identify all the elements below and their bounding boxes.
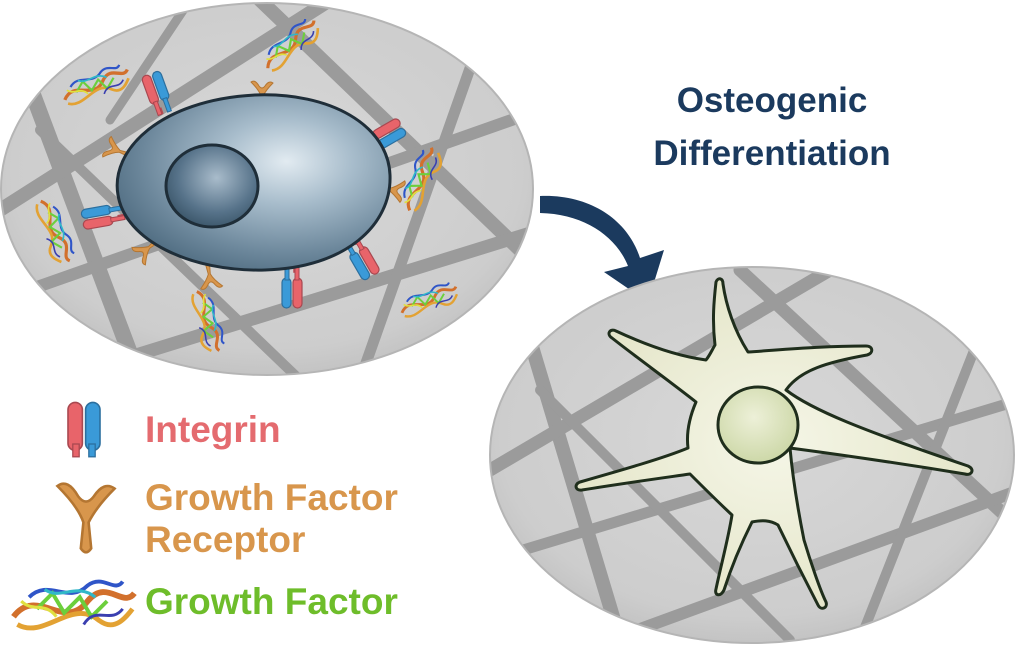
curved-arrow-icon — [540, 195, 664, 302]
stem-cell-nucleus — [164, 143, 260, 229]
title-line-1: Osteogenic — [677, 81, 868, 120]
legend-integrin-label: Integrin — [145, 409, 281, 450]
legend-growth-factor-icon — [13, 582, 134, 628]
legend-receptor-icon — [56, 482, 116, 554]
title-line-2: Differentiation — [653, 134, 890, 173]
osteoblast-nucleus — [716, 385, 800, 465]
osteoblast-matrix-panel — [489, 266, 1015, 644]
stem-cell-matrix-panel — [0, 2, 534, 376]
legend: Integrin Growth Factor Receptor Growth F… — [13, 401, 398, 628]
legend-integrin-icon — [67, 401, 101, 458]
legend-receptor-label-line2: Receptor — [145, 519, 305, 560]
legend-growth-factor-label: Growth Factor — [145, 581, 398, 622]
legend-receptor-label-line1: Growth Factor — [145, 477, 398, 518]
